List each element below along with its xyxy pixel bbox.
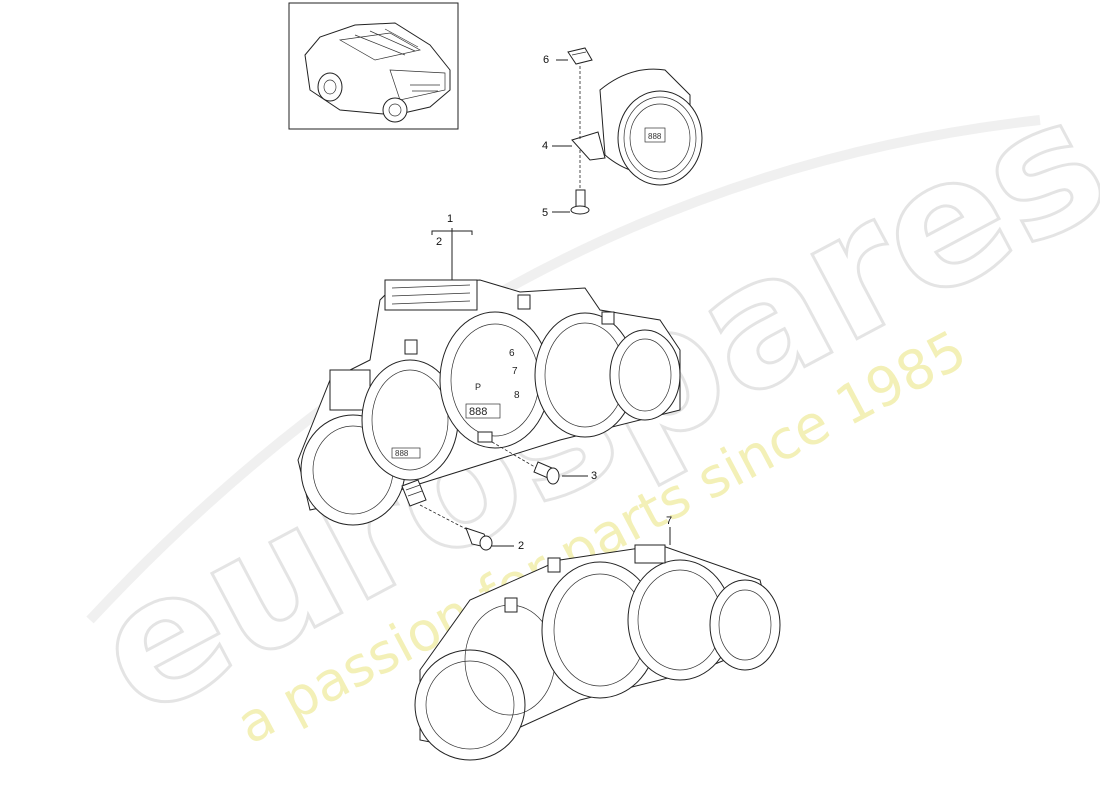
part-4-auxiliary-gauge: 888 (552, 66, 703, 192)
callout-2-top: 2 (436, 236, 443, 248)
center-display-digits: 888 (469, 406, 487, 418)
tacho-gear-indicator: P (475, 382, 481, 392)
clock-display-digits: 888 (648, 132, 662, 141)
part-2-pins (401, 479, 514, 551)
tacho-numeral-6: 6 (509, 348, 515, 359)
part-1-instrument-cluster: 888 6 7 8 P 888 (297, 279, 681, 526)
callout-7: 7 (666, 515, 673, 527)
part-6-clip (556, 47, 593, 65)
left-display-digits: 888 (395, 449, 409, 458)
watermark-swoosh (86, 115, 1041, 624)
callout-3: 3 (591, 470, 598, 482)
part-1-2-bracket (431, 228, 473, 280)
callout-2-pin: 2 (518, 540, 525, 552)
vehicle-thumbnail (288, 2, 459, 130)
part-3-screw (491, 441, 588, 485)
part-5-bolt (552, 189, 590, 215)
tacho-numeral-8: 8 (514, 390, 520, 401)
callout-4: 4 (542, 140, 549, 152)
part-7-cover-frame (414, 527, 781, 761)
tacho-numeral-7: 7 (512, 366, 518, 377)
callout-1: 1 (447, 213, 454, 225)
callout-6: 6 (543, 54, 550, 66)
callout-5: 5 (542, 207, 549, 219)
